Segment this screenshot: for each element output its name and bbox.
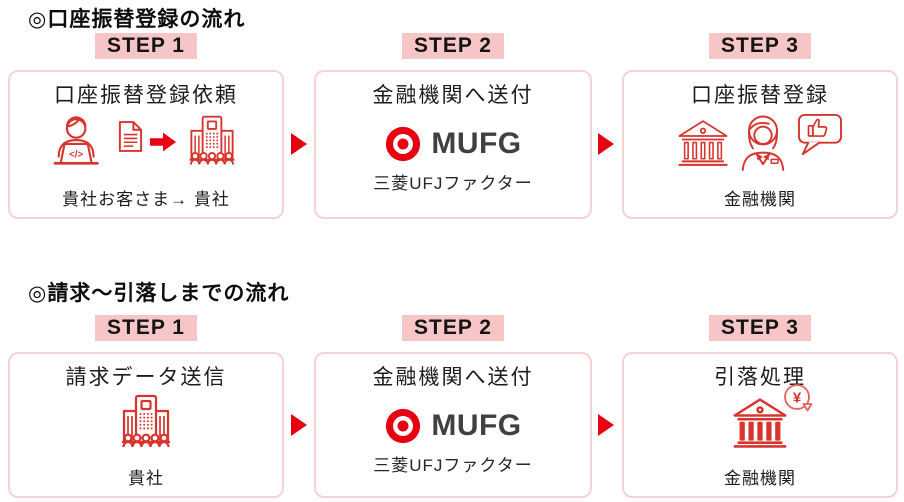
step-badge: STEP 3 [709, 33, 811, 59]
company-building-icon [182, 114, 242, 170]
company-building-icon [114, 393, 178, 453]
mufg-logo-mark [384, 407, 422, 445]
process-box-registration-request: 口座振替登録依頼 </> [8, 70, 284, 219]
person-at-laptop-icon: </> [50, 113, 112, 171]
bank-icon [675, 119, 731, 167]
flow-arrow [598, 414, 614, 436]
box-title: 口座振替登録依頼 [54, 84, 238, 107]
document-icon [117, 120, 144, 153]
step-badge: STEP 1 [95, 315, 197, 341]
flow-arrow [598, 133, 614, 155]
box-title: 請求データ送信 [65, 366, 227, 389]
thumbs-up-speech-bubble-icon [795, 113, 845, 157]
arrow-right-icon [149, 130, 177, 154]
box-caption: 金融機関 [724, 469, 796, 488]
mufg-logo-text: MUFG [431, 409, 522, 442]
section-heading-registration: ◎口座振替登録の流れ [28, 8, 246, 31]
mufg-company-name: 三菱UFJファクター [373, 456, 533, 475]
step-badge: STEP 2 [402, 33, 504, 59]
process-box-billing-data: 請求データ送信 [8, 352, 284, 498]
mufg-logo-mark [384, 125, 422, 163]
step-badge: STEP 1 [95, 33, 197, 59]
bank-icon [730, 397, 790, 449]
step-badge: STEP 2 [402, 315, 504, 341]
step-badge: STEP 3 [709, 315, 811, 341]
mufg-logo-text: MUFG [431, 127, 522, 160]
flow-arrow [291, 133, 307, 155]
mufg-company-name: 三菱UFJファクター [373, 174, 533, 193]
box-title: 引落処理 [714, 366, 806, 389]
process-box-withdrawal: 引落処理 ¥ [622, 352, 898, 498]
svg-text:</>: </> [69, 150, 83, 161]
section-heading-billing: ◎請求〜引落しまでの流れ [28, 282, 290, 305]
yen-withdrawal-badge-icon: ¥ [782, 383, 816, 417]
svg-text:¥: ¥ [793, 390, 802, 407]
bank-teller-icon [736, 114, 790, 172]
box-title: 金融機関へ送付 [372, 84, 534, 107]
process-box-send-to-bank: 金融機関へ送付 MUFG 三菱UFJファクター [314, 352, 592, 498]
box-title: 金融機関へ送付 [372, 366, 534, 389]
box-caption: 貴社お客さま→ 貴社 [62, 190, 230, 209]
box-caption: 金融機関 [724, 190, 796, 209]
process-box-send-to-bank: 金融機関へ送付 MUFG 三菱UFJファクター [314, 70, 592, 219]
box-title: 口座振替登録 [691, 84, 829, 107]
process-box-debit-registration: 口座振替登録 [622, 70, 898, 219]
flow-arrow [291, 414, 307, 436]
box-caption: 貴社 [128, 469, 164, 488]
